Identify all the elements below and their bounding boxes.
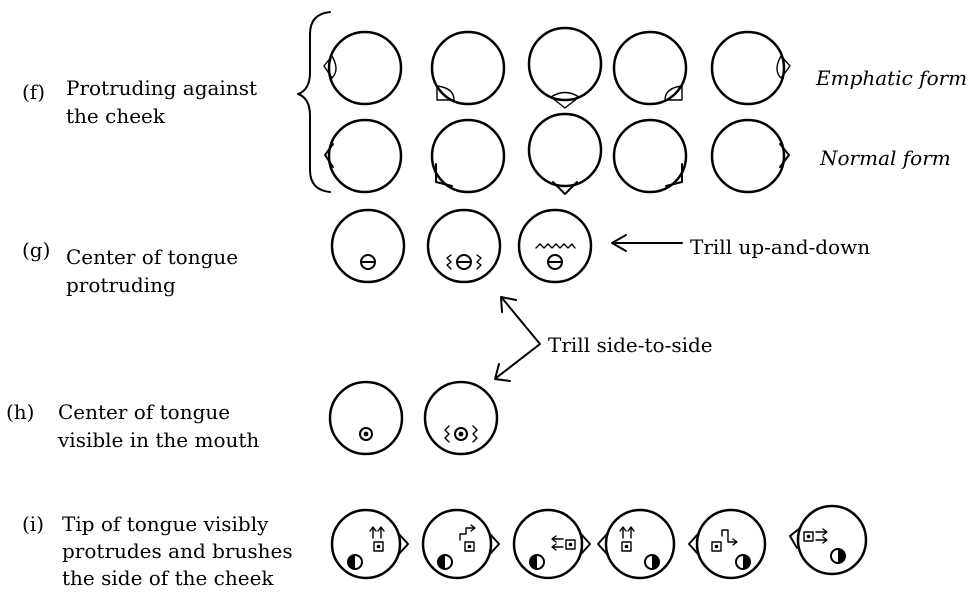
tongue-visible-trill-face bbox=[423, 380, 499, 456]
cheek-face-emphatic-bottom bbox=[527, 26, 603, 109]
tongue-center-face bbox=[330, 208, 406, 284]
trill-up-down-arrow bbox=[611, 234, 683, 252]
row-i-desc-line-2: protrudes and brushes bbox=[62, 539, 293, 563]
trill-side-to-side-label: Trill side-to-side bbox=[548, 333, 713, 357]
cheek-face-normal-bottom-right bbox=[612, 118, 688, 194]
row-f-desc-line-2: the cheek bbox=[66, 104, 165, 128]
row-g-desc-line-2: protruding bbox=[66, 273, 176, 297]
normal-form-label: Normal form bbox=[820, 146, 951, 170]
trill-side-to-side-arrow bbox=[494, 296, 541, 382]
tongue-visible-face bbox=[328, 380, 404, 456]
trill-up-down-label: Trill up-and-down bbox=[690, 235, 871, 259]
cheek-face-normal-bottom-left bbox=[430, 118, 506, 194]
tip-brush-face-side-left bbox=[789, 504, 868, 576]
row-f-marker: (f) bbox=[22, 80, 46, 104]
tip-brush-face-curve-left bbox=[688, 508, 767, 580]
tip-brush-face-up-left bbox=[597, 508, 676, 580]
cheek-face-normal-left bbox=[324, 118, 403, 194]
row-f-brace bbox=[297, 11, 331, 193]
cheek-face-emphatic-left bbox=[323, 30, 403, 106]
cheek-face-normal-bottom bbox=[527, 112, 603, 195]
cheek-face-emphatic-bottom-right bbox=[612, 30, 688, 106]
row-i-desc-line-1: Tip of tongue visibly bbox=[62, 512, 269, 536]
cheek-face-emphatic-bottom-left bbox=[430, 30, 506, 106]
tip-brush-face-curve bbox=[421, 508, 500, 580]
row-g-marker: (g) bbox=[22, 238, 51, 262]
tongue-center-trill-side-face bbox=[426, 208, 502, 284]
tip-brush-face-side bbox=[512, 508, 591, 580]
cheek-face-normal-right bbox=[710, 118, 790, 194]
tongue-center-trill-up-face bbox=[517, 208, 593, 284]
row-i-marker: (i) bbox=[22, 512, 45, 536]
cheek-face-emphatic-right bbox=[710, 30, 791, 106]
row-h-desc-line-2: visible in the mouth bbox=[58, 428, 260, 452]
row-f-desc-line-1: Protruding against bbox=[66, 76, 258, 100]
tip-brush-face-up bbox=[330, 508, 409, 580]
emphatic-form-label: Emphatic form bbox=[816, 66, 968, 90]
row-i-desc-line-3: the side of the cheek bbox=[62, 566, 274, 590]
row-h-marker: (h) bbox=[6, 400, 35, 424]
row-h-desc-line-1: Center of tongue bbox=[58, 400, 231, 424]
row-g-desc-line-1: Center of tongue bbox=[66, 245, 239, 269]
